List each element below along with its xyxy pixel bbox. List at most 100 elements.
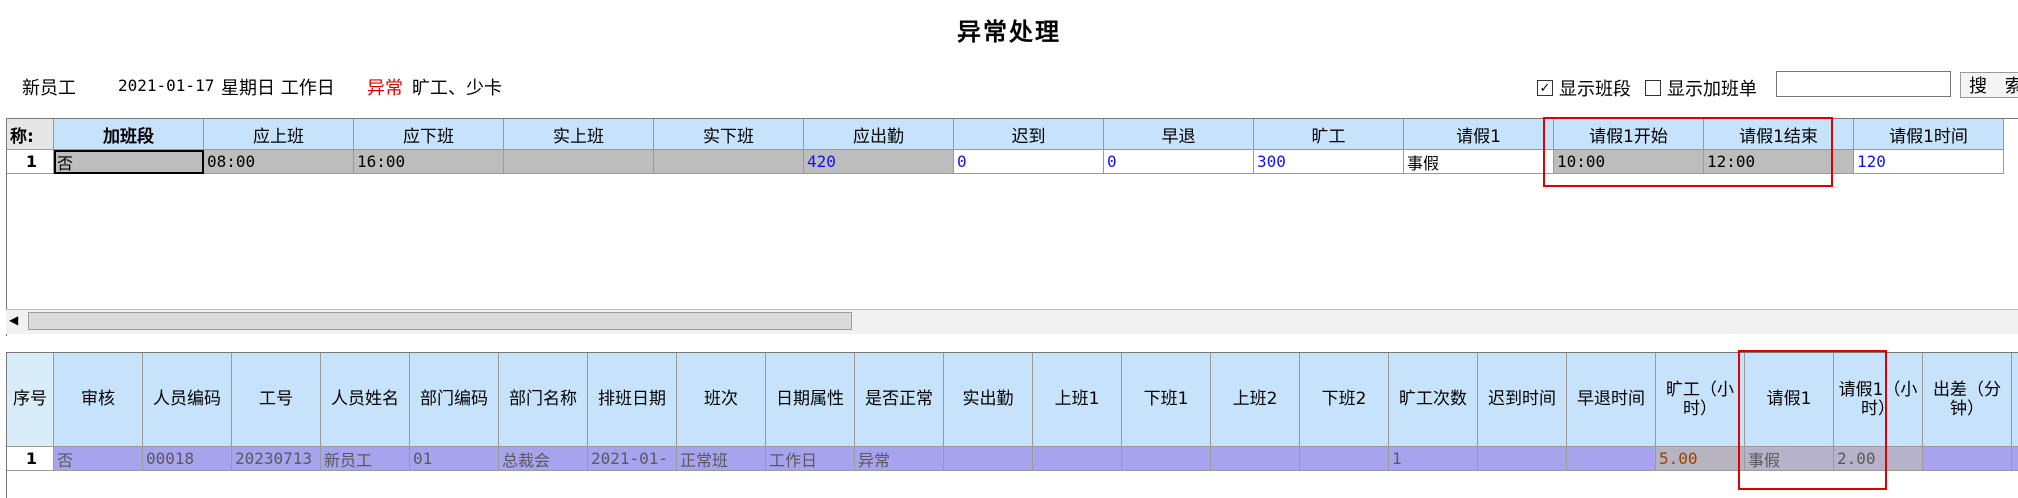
column-header[interactable]: 实下班 bbox=[654, 119, 804, 150]
table-cell[interactable]: 新员工 bbox=[321, 447, 410, 471]
column-header[interactable]: 排班日期 bbox=[588, 353, 677, 447]
table-cell[interactable]: 2.00 bbox=[1834, 447, 1923, 471]
weekday-type: 星期日 工作日 bbox=[221, 78, 335, 99]
search-button[interactable]: 搜 索 bbox=[1960, 72, 2018, 98]
table-cell[interactable]: 0 bbox=[954, 150, 1104, 174]
show-overtime-checkbox[interactable]: 显示加班单 bbox=[1645, 75, 1757, 101]
column-header[interactable]: 旷工次数 bbox=[1389, 353, 1478, 447]
summary-grid-header: 序号审核人员编码工号人员姓名部门编码部门名称排班日期班次日期属性是否正常实出勤上… bbox=[7, 353, 2018, 447]
checkbox-checked-icon[interactable]: ✓ bbox=[1537, 80, 1553, 96]
table-cell[interactable]: 2021-01- bbox=[588, 447, 677, 471]
table-cell[interactable]: 120 bbox=[1854, 150, 2004, 174]
column-header[interactable]: 部门名称 bbox=[499, 353, 588, 447]
column-header[interactable]: 上班1 bbox=[1033, 353, 1122, 447]
show-shift-label: 显示班段 bbox=[1559, 79, 1631, 100]
show-shift-checkbox[interactable]: ✓ 显示班段 bbox=[1537, 75, 1631, 101]
table-cell[interactable] bbox=[504, 150, 654, 174]
column-header[interactable]: 早退 bbox=[1104, 119, 1254, 150]
column-header[interactable]: 人员编码 bbox=[143, 353, 232, 447]
table-cell[interactable]: 否 bbox=[54, 150, 204, 174]
column-header[interactable]: 审核 bbox=[54, 353, 143, 447]
table-cell[interactable]: 正常班 bbox=[677, 447, 766, 471]
column-header[interactable]: 请假1时间 bbox=[1854, 119, 2004, 150]
column-header[interactable]: 实出勤 bbox=[944, 353, 1033, 447]
table-cell[interactable]: 420 bbox=[804, 150, 954, 174]
column-header[interactable]: 实上班 bbox=[504, 119, 654, 150]
horizontal-scrollbar[interactable]: ◀ bbox=[6, 309, 2018, 334]
table-cell[interactable] bbox=[1033, 447, 1122, 471]
column-header[interactable]: 日期属性 bbox=[766, 353, 855, 447]
column-header[interactable]: 请假1 bbox=[1745, 353, 1834, 447]
column-header[interactable]: 请假1结束 bbox=[1704, 119, 1854, 150]
scrollbar-thumb[interactable] bbox=[28, 312, 852, 330]
column-header[interactable]: 早退时间 bbox=[1567, 353, 1656, 447]
column-header[interactable]: 序号 bbox=[7, 353, 54, 447]
table-cell[interactable] bbox=[1211, 447, 1300, 471]
table-cell[interactable]: 工作日 bbox=[766, 447, 855, 471]
column-header[interactable]: 部门编码 bbox=[410, 353, 499, 447]
table-cell[interactable]: 异常 bbox=[855, 447, 944, 471]
table-cell[interactable]: 1 bbox=[1389, 447, 1478, 471]
column-header[interactable]: 上班2 bbox=[1211, 353, 1300, 447]
column-header[interactable]: 请假1（小时） bbox=[1834, 353, 1923, 447]
table-cell[interactable]: 事假 bbox=[1745, 447, 1834, 471]
column-header[interactable]: 旷工（小时） bbox=[1656, 353, 1745, 447]
column-header[interactable]: 请假1 bbox=[1404, 119, 1554, 150]
grid-corner-label[interactable]: 称: bbox=[7, 119, 54, 150]
page-title: 异常处理 bbox=[957, 18, 1061, 46]
table-cell[interactable]: 事假 bbox=[1404, 150, 1554, 174]
table-cell[interactable]: 300 bbox=[1254, 150, 1404, 174]
table-cell[interactable]: 否 bbox=[54, 447, 143, 471]
table-cell[interactable]: 20230713 bbox=[232, 447, 321, 471]
status-label: 异常 bbox=[367, 78, 403, 99]
table-cell[interactable]: 总裁会 bbox=[499, 447, 588, 471]
table-cell[interactable]: 10:00 bbox=[1554, 150, 1704, 174]
table-cell[interactable]: 16:00 bbox=[354, 150, 504, 174]
column-header[interactable]: 下班1 bbox=[1122, 353, 1211, 447]
row-number[interactable]: 1 bbox=[7, 150, 54, 174]
column-header[interactable]: 请假1开始 bbox=[1554, 119, 1704, 150]
column-header[interactable]: 下班2 bbox=[1300, 353, 1389, 447]
column-header[interactable]: 班次 bbox=[677, 353, 766, 447]
table-cell[interactable] bbox=[654, 150, 804, 174]
exception-reason: 旷工、少卡 bbox=[412, 78, 502, 99]
attendance-summary-grid[interactable]: 序号审核人员编码工号人员姓名部门编码部门名称排班日期班次日期属性是否正常实出勤上… bbox=[6, 352, 2018, 498]
table-cell[interactable]: 08:00 bbox=[204, 150, 354, 174]
column-header[interactable]: 出差（分钟） bbox=[1923, 353, 2012, 447]
column-header[interactable]: 人员姓名 bbox=[321, 353, 410, 447]
table-cell[interactable] bbox=[1923, 447, 2012, 471]
table-cell[interactable] bbox=[2012, 447, 2018, 471]
table-cell[interactable]: 12:00 bbox=[1704, 150, 1854, 174]
column-header[interactable]: 旷工 bbox=[1254, 119, 1404, 150]
scroll-left-icon[interactable]: ◀ bbox=[9, 313, 19, 327]
column-header[interactable]: 应出勤 bbox=[804, 119, 954, 150]
column-header[interactable]: 迟到时间 bbox=[1478, 353, 1567, 447]
column-header[interactable]: 加班段 bbox=[54, 119, 204, 150]
table-cell[interactable] bbox=[944, 447, 1033, 471]
table-cell[interactable] bbox=[1478, 447, 1567, 471]
column-header[interactable]: 迟到 bbox=[954, 119, 1104, 150]
row-number[interactable]: 1 bbox=[7, 447, 54, 471]
column-header[interactable]: 应下班 bbox=[354, 119, 504, 150]
table-cell[interactable]: 01 bbox=[410, 447, 499, 471]
attendance-date: 2021-01-17 bbox=[118, 76, 215, 95]
table-cell[interactable] bbox=[1567, 447, 1656, 471]
search-input[interactable] bbox=[1776, 71, 1951, 97]
show-overtime-label: 显示加班单 bbox=[1667, 79, 1757, 100]
column-header[interactable]: 应上班 bbox=[204, 119, 354, 150]
column-header[interactable]: 是否正常 bbox=[855, 353, 944, 447]
table-cell[interactable] bbox=[1300, 447, 1389, 471]
column-header[interactable]: 出 bbox=[2012, 353, 2018, 447]
employee-name: 新员工 bbox=[22, 78, 76, 99]
table-cell[interactable] bbox=[1122, 447, 1211, 471]
table-cell[interactable]: 0 bbox=[1104, 150, 1254, 174]
checkbox-empty-icon[interactable] bbox=[1645, 80, 1661, 96]
column-header[interactable]: 工号 bbox=[232, 353, 321, 447]
table-cell[interactable]: 5.00 bbox=[1656, 447, 1745, 471]
table-cell[interactable]: 00018 bbox=[143, 447, 232, 471]
